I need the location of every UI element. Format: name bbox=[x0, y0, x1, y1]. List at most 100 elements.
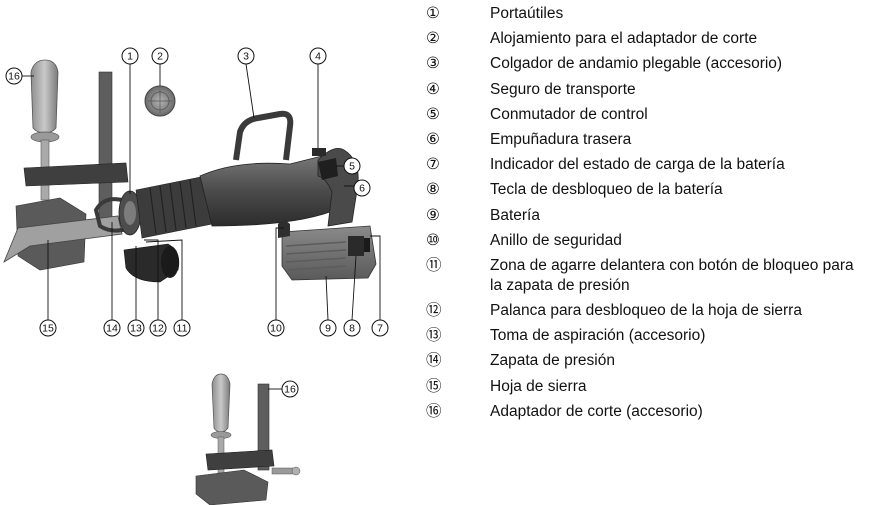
callout-3: 3 bbox=[237, 47, 255, 65]
legend-number: ⑯ bbox=[426, 402, 442, 420]
legend-number: ⑨ bbox=[426, 206, 440, 224]
callout-14-number: 14 bbox=[106, 323, 118, 335]
legend-item: ⑩ Anillo de seguridad bbox=[424, 231, 864, 251]
legend-item: ③ Colgador de andamio plegable (accesorio… bbox=[424, 54, 864, 74]
legend-label: Conmutador de control bbox=[490, 105, 648, 123]
legend-number: ⑫ bbox=[426, 302, 442, 320]
legend-item: ⑨ Batería bbox=[424, 206, 864, 226]
battery-release-button bbox=[348, 236, 364, 256]
legend-label: Toma de aspiración (accesorio) bbox=[490, 327, 706, 345]
saw-blade bbox=[3, 215, 123, 263]
legend-item: ⑬ Toma de aspiración (accesorio) bbox=[424, 326, 864, 346]
callout-15-number: 15 bbox=[42, 323, 54, 335]
callout-1-number: 1 bbox=[127, 51, 133, 63]
detail-handle bbox=[211, 373, 231, 433]
legend-number: ⑮ bbox=[426, 377, 442, 395]
legend-item: ⑫ Palanca para desbloqueo de la hoja de s… bbox=[424, 301, 864, 321]
legend-item: ⑯ Adaptador de corte (accesorio) bbox=[424, 402, 864, 422]
parts-legend: ① Portaútiles ② Alojamiento para el adaptad… bbox=[424, 4, 864, 427]
callout-1: 1 bbox=[121, 47, 139, 65]
detail-pin-end bbox=[291, 466, 301, 476]
callout-11-number: 11 bbox=[177, 323, 188, 335]
legend-number: ⑩ bbox=[426, 231, 440, 249]
charge-indicator bbox=[364, 238, 370, 252]
legend-number: ⑬ bbox=[426, 327, 442, 345]
detail-clamp bbox=[205, 449, 275, 471]
legend-item: ④ Seguro de transporte bbox=[424, 80, 864, 100]
scaffold-hook bbox=[233, 110, 294, 161]
adapter-detail-drawing bbox=[195, 373, 301, 505]
callout-5-number: 5 bbox=[349, 161, 355, 173]
legend-label: Seguro de transporte bbox=[490, 80, 636, 98]
legend-label: Indicador del estado de carga de la bate… bbox=[490, 156, 785, 174]
adapter-handle bbox=[30, 59, 59, 134]
callout-16-detail: 16 bbox=[281, 380, 299, 398]
legend-label: Portaútiles bbox=[490, 5, 564, 22]
callout-15: 15 bbox=[39, 319, 57, 337]
adapter-clamp bbox=[23, 162, 129, 187]
legend-number: ⑭ bbox=[426, 352, 442, 370]
legend-number: ④ bbox=[426, 80, 440, 98]
callout-12: 12 bbox=[149, 319, 167, 337]
callout-10: 10 bbox=[267, 319, 285, 337]
reciprocating-saw-illustration: 1 2 3 4 5 6 7 8 9 10 11 12 bbox=[3, 47, 389, 505]
legend-item: ⑥ Empuñadura trasera bbox=[424, 130, 864, 150]
detail-foot bbox=[195, 469, 269, 505]
legend-item: ⑮ Hoja de sierra bbox=[424, 377, 864, 397]
callout-11: 11 bbox=[173, 319, 191, 337]
legend-label: Alojamiento para el adaptador de corte bbox=[490, 30, 758, 48]
legend-number: ⑧ bbox=[426, 181, 440, 199]
callout-8: 8 bbox=[343, 319, 361, 337]
legend-label: Hoja de sierra bbox=[490, 377, 587, 395]
safety-ring bbox=[278, 221, 290, 238]
callout-6: 6 bbox=[353, 179, 371, 197]
detail-pin bbox=[271, 467, 295, 475]
legend-label: Adaptador de corte (accesorio) bbox=[490, 402, 703, 420]
legend-number: ⑪ bbox=[426, 256, 442, 274]
callout-13-number: 13 bbox=[130, 323, 142, 335]
legend-number: ⑤ bbox=[426, 105, 440, 123]
legend-label: Anillo de seguridad bbox=[490, 231, 622, 249]
nozzle-opening bbox=[161, 246, 179, 278]
callout-2: 2 bbox=[151, 47, 169, 65]
front-grip bbox=[135, 175, 213, 239]
callout-9-number: 9 bbox=[325, 323, 331, 335]
legend-item: ⑪ Zona de agarre delantera con botón de b… bbox=[424, 256, 864, 296]
legend-item: ⑤ Conmutador de control bbox=[424, 105, 864, 125]
callout-9: 9 bbox=[319, 319, 337, 337]
legend-number: ⑥ bbox=[426, 130, 440, 148]
legend-number: ① bbox=[426, 5, 440, 22]
battery-ribs bbox=[285, 241, 347, 271]
legend-label: Empuñadura trasera bbox=[490, 130, 632, 148]
callout-5: 5 bbox=[343, 157, 361, 175]
callout-7: 7 bbox=[371, 319, 389, 337]
callout-10-number: 10 bbox=[270, 323, 282, 335]
callout-14: 14 bbox=[103, 319, 121, 337]
adapter-receptacle-inset bbox=[144, 85, 176, 117]
tool-holder-inner bbox=[124, 201, 136, 225]
callout-16-detail-number: 16 bbox=[284, 384, 296, 396]
detail-vertical-bar bbox=[257, 383, 270, 471]
legend-label: Zapata de presión bbox=[490, 352, 615, 370]
callout-4-number: 4 bbox=[315, 51, 321, 63]
callout-4: 4 bbox=[309, 47, 327, 65]
callout-16-main: 16 bbox=[5, 67, 23, 85]
legend-number: ③ bbox=[426, 55, 440, 73]
control-switch bbox=[318, 158, 338, 180]
legend-number: ② bbox=[426, 30, 440, 48]
legend-item: ⑭ Zapata de presión bbox=[424, 351, 864, 371]
legend-label: Colgador de andamio plegable (accesorio) bbox=[490, 55, 783, 73]
saw-drawing bbox=[3, 59, 377, 283]
callout-13: 13 bbox=[127, 319, 145, 337]
transport-lock bbox=[312, 148, 326, 156]
legend-label: Zona de agarre delantera con botón de bl… bbox=[490, 256, 854, 294]
legend-item: ⑧ Tecla de desbloqueo de la batería bbox=[424, 180, 864, 200]
legend-label: Batería bbox=[490, 206, 540, 224]
callout-16-main-number: 16 bbox=[8, 71, 20, 83]
leader-lines bbox=[22, 63, 381, 390]
callout-2-number: 2 bbox=[157, 51, 163, 63]
legend-label: Palanca para desbloqueo de la hoja de si… bbox=[490, 302, 802, 320]
legend-label: Tecla de desbloqueo de la batería bbox=[490, 181, 723, 199]
legend-item: ① Portaútiles bbox=[424, 4, 864, 24]
